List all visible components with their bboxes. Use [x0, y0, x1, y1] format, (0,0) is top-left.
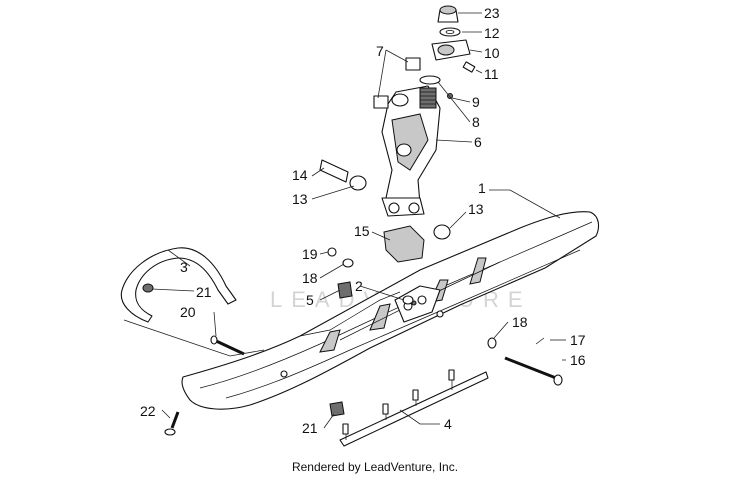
callout-22: 22 [140, 403, 156, 419]
ski-stopper [383, 225, 425, 263]
callout-13-right: 13 [468, 201, 484, 217]
callout-8: 8 [472, 114, 480, 130]
callout-9: 9 [472, 94, 480, 110]
spindle-nut [437, 5, 459, 23]
ski-handle [120, 247, 237, 323]
callout-2: 2 [355, 278, 363, 294]
bushing-upper [373, 57, 421, 109]
callout-23: 23 [484, 5, 500, 21]
callout-16: 16 [570, 352, 586, 368]
callout-15: 15 [354, 223, 370, 239]
callout-13-left: 13 [292, 191, 308, 207]
callout-11: 11 [484, 66, 499, 82]
bolt-front [210, 335, 245, 356]
leader-lines [123, 12, 566, 429]
callout-7: 7 [376, 43, 384, 59]
callout-19: 19 [302, 246, 318, 262]
callout-10: 10 [484, 45, 500, 61]
callout-18-lower: 18 [512, 314, 528, 330]
callout-12: 12 [484, 25, 500, 41]
bolt-rear [487, 337, 563, 386]
callout-17: 17 [570, 332, 586, 348]
callout-4: 4 [444, 416, 452, 432]
footer-credit: Rendered by LeadVenture, Inc. [291, 460, 459, 474]
callout-21-top: 21 [196, 284, 212, 300]
callout-20: 20 [180, 304, 196, 320]
callout-6: 6 [474, 134, 482, 150]
spindle-bracket [381, 85, 441, 217]
bolt-bottom [164, 401, 345, 436]
steering-clamp [431, 39, 476, 73]
washer-upper [419, 75, 453, 99]
carbide-runner [339, 369, 489, 447]
pivot-bushing [319, 159, 451, 240]
callout-5: 5 [306, 292, 314, 308]
callout-labels: 23 12 10 11 7 9 8 6 14 13 13 1 15 19 18 … [140, 5, 586, 436]
spindle-hardware [327, 247, 414, 305]
callout-1: 1 [478, 180, 486, 196]
callout-14: 14 [292, 167, 308, 183]
callout-21-bottom: 21 [302, 420, 318, 436]
spindle-washer [439, 27, 461, 37]
callout-18-upper: 18 [302, 270, 318, 286]
callout-3: 3 [180, 259, 188, 275]
